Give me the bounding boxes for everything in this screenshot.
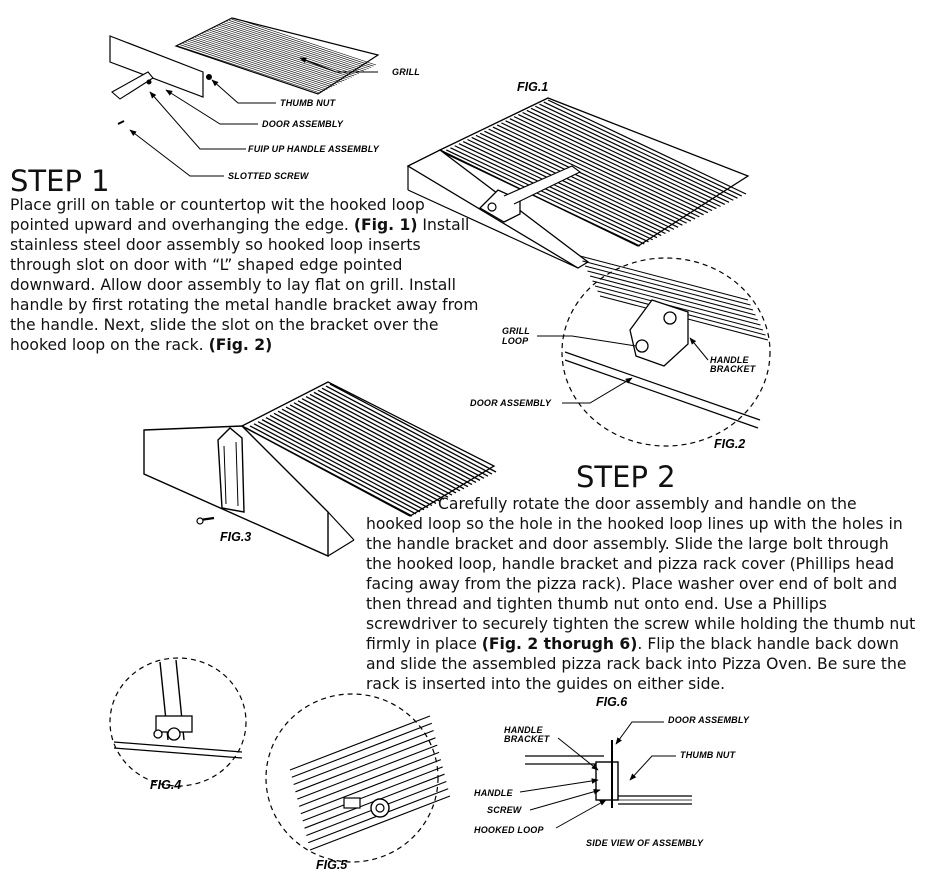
door-assembly-fig2-label: DOOR ASSEMBLY [470, 398, 552, 408]
fig4-caption: FIG.4 [150, 778, 182, 792]
fig2-drawing [537, 255, 771, 447]
step1-text-run: Place grill on table or countertop wit t… [10, 196, 425, 234]
fig6-handle-bracket-label-line2: BRACKET [504, 734, 550, 744]
grill-label: GRILL [392, 67, 420, 77]
fig6-drawing [519, 721, 692, 829]
step2-text-run: . Flip the black handle back down and sl… [366, 635, 907, 693]
fig5-drawing [265, 693, 451, 863]
fig5-caption: FIG.5 [316, 858, 348, 872]
fig6-hooked-loop-label: HOOKED LOOP [474, 825, 544, 835]
grill-loop-label-line2: LOOP [502, 336, 529, 346]
grill-loop-label-line1: GRILL [502, 326, 530, 336]
fig6-side-view-caption: SIDE VIEW OF ASSEMBLY [586, 838, 704, 848]
handle-bracket-label-line2: BRACKET [710, 364, 756, 374]
fig6-screw-label: SCREW [487, 805, 522, 815]
flip-up-handle-label: FUIP UP HANDLE ASSEMBLY [248, 144, 379, 154]
fig2-caption: FIG.2 [714, 437, 746, 451]
step2-text-run: (Fig. 2 thorugh 6) [481, 635, 638, 653]
slotted-screw-label: SLOTTED SCREW [228, 171, 309, 181]
step2-title: STEP 2 [576, 460, 676, 494]
step1-text-run: (Fig. 1) [353, 216, 418, 234]
fig4-drawing [109, 657, 247, 787]
fig3-drawing [143, 381, 497, 558]
step1-title: STEP 1 [10, 164, 110, 198]
fig1-caption: FIG.1 [517, 80, 549, 94]
step1-text-run: Install stainless steel door assembly so… [10, 216, 479, 354]
door-assembly-label: DOOR ASSEMBLY [262, 119, 344, 129]
fig3-caption: FIG.3 [220, 530, 252, 544]
step1-text-run: (Fig. 2) [208, 336, 273, 354]
fig6-door-assembly-label: DOOR ASSEMBLY [668, 715, 750, 725]
fig6-handle-bracket-label-line1: HANDLE [504, 725, 543, 735]
fig6-handle-label: HANDLE [474, 788, 513, 798]
handle-bracket-label-line1: HANDLE [710, 355, 749, 365]
step2-text-run: Carefully rotate the door assembly and h… [366, 495, 916, 653]
fig6-caption: FIG.6 [596, 695, 628, 709]
thumb-nut-label: THUMB NUT [280, 98, 336, 108]
fig1-drawing [406, 97, 750, 269]
exploded-view-drawing [109, 17, 380, 177]
fig6-thumb-nut-label: THUMB NUT [680, 750, 736, 760]
step1-instructions: Place grill on table or countertop wit t… [10, 195, 480, 355]
step2-instructions: Carefully rotate the door assembly and h… [366, 494, 918, 694]
